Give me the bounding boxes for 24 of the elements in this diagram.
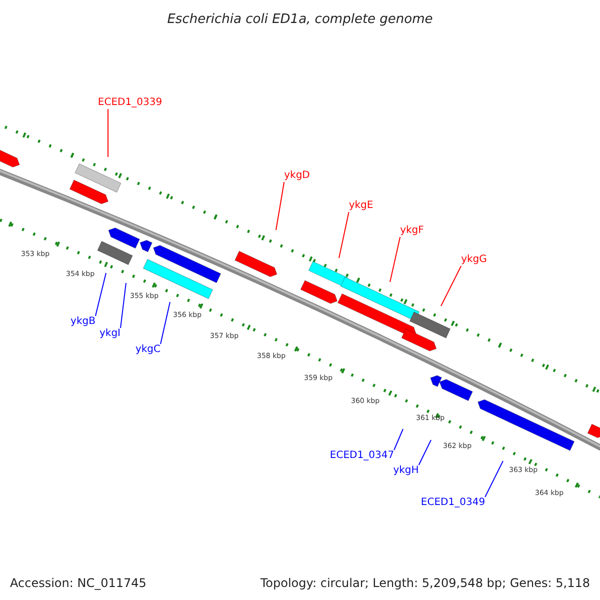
leader-line	[418, 440, 432, 466]
leader-line	[276, 182, 285, 230]
gene-label: ECED1_0339	[98, 97, 162, 109]
gene-label: ykgI	[100, 328, 120, 340]
leader-line	[94, 272, 106, 316]
accession-note: Accession: NC_011745	[10, 575, 146, 592]
gene-label: ykgD	[284, 170, 310, 182]
gene-label: ykgH	[393, 465, 419, 477]
diagram-title: Escherichia coli ED1a, complete genome	[167, 11, 433, 29]
gene-label: ykgG	[461, 254, 487, 266]
gene-label: ECED1_0349	[420, 497, 486, 509]
genome-summary: Topology: circular; Length: 5,209,548 bp; Genes: 5,118	[260, 575, 590, 592]
leader-line	[394, 428, 404, 450]
leader-line	[120, 282, 126, 328]
leader-line	[440, 266, 462, 306]
leader-line	[390, 236, 401, 282]
leader-line	[338, 212, 350, 258]
gene-label: ykgC	[135, 344, 161, 356]
gene-label: ykgF	[400, 225, 424, 237]
gene-label: ykgB	[70, 316, 96, 328]
gene-label: ykgE	[348, 200, 374, 212]
leader-line	[484, 460, 504, 498]
gene-label: ECED1_0347	[330, 450, 394, 462]
leader-line	[160, 302, 170, 344]
